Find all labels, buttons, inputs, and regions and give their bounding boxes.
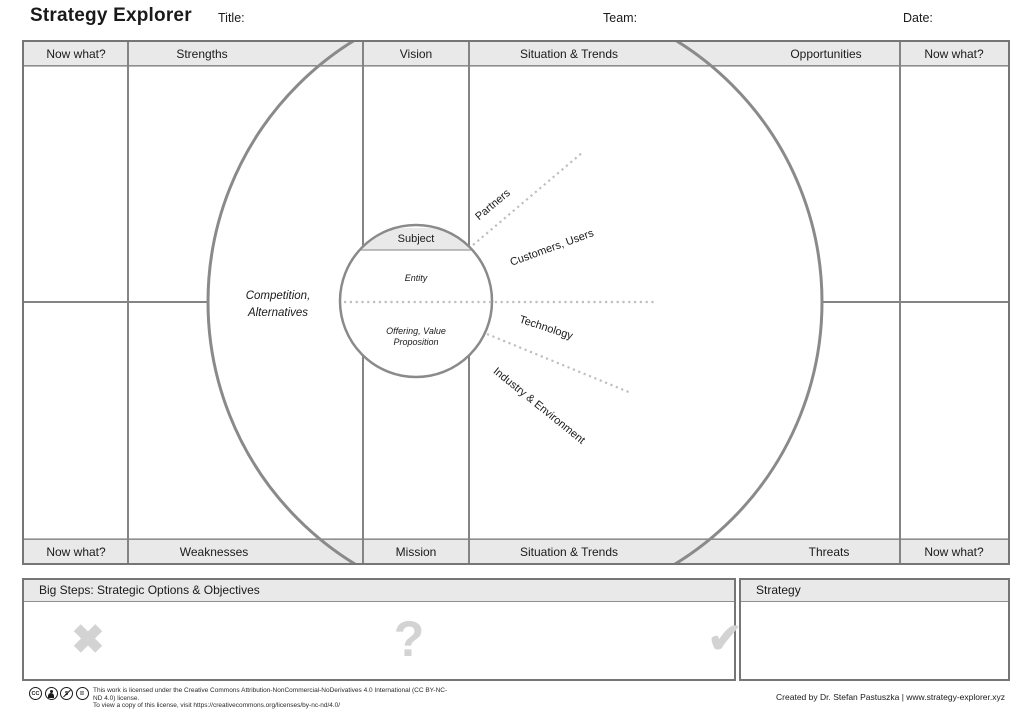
header-now-what-bottom-right: Now what?	[924, 545, 984, 559]
header-mission: Mission	[395, 545, 437, 559]
question-mark-icon: ?	[393, 611, 425, 667]
date-label: Date:	[903, 11, 933, 25]
situation-trends-top-region[interactable]	[470, 66, 670, 236]
header-opportunities: Opportunities	[790, 47, 862, 61]
bottom-header-band	[24, 540, 1008, 563]
header-now-what-bottom-left: Now what?	[46, 545, 106, 559]
license-text: This work is licensed under the Creative…	[93, 687, 453, 709]
license-line-1: This work is licensed under the Creative…	[93, 687, 448, 702]
big-steps-header: Big Steps: Strategic Options & Objective…	[24, 580, 734, 602]
header-strengths: Strengths	[176, 47, 228, 61]
mission-region[interactable]	[364, 382, 468, 539]
threats-region[interactable]	[684, 303, 899, 539]
situation-trends-bottom-region[interactable]	[470, 372, 670, 539]
outer-lens-circle	[206, 42, 824, 563]
strengths-region[interactable]	[129, 66, 363, 302]
strategy-header: Strategy	[741, 580, 1008, 602]
vision-region[interactable]	[364, 66, 468, 221]
page-title: Strategy Explorer	[30, 5, 192, 26]
now-what-top-right-region[interactable]	[901, 66, 1008, 302]
cc-icon: CC	[29, 687, 42, 700]
now-what-bottom-right-region[interactable]	[901, 303, 1008, 539]
header-vision: Vision	[399, 47, 433, 61]
strategy-body-region[interactable]	[741, 602, 1008, 679]
competition-label: Competition, Alternatives	[245, 289, 311, 319]
offering-label: Offering, Value Proposition	[386, 325, 446, 347]
top-header-band	[24, 42, 1008, 65]
canvas-geometry	[24, 42, 1008, 563]
header-now-what-top-right: Now what?	[924, 47, 984, 61]
header-threats: Threats	[808, 545, 850, 559]
no-derivatives-icon: =	[75, 687, 89, 700]
license-line-2: To view a copy of this license, visit ht…	[93, 702, 341, 709]
checkmark-icon: ✔	[707, 614, 743, 662]
partners-spoke-line	[472, 151, 584, 246]
big-steps-panel: Big Steps: Strategic Options & Objective…	[22, 578, 743, 681]
industry-spoke-line	[486, 332, 632, 395]
non-commercial-icon: $	[60, 687, 73, 700]
title-label: Title:	[218, 11, 245, 25]
attribution-person-icon	[44, 687, 58, 700]
header-situation-trends-top: Situation & Trends	[519, 47, 619, 61]
weaknesses-region[interactable]	[129, 303, 363, 539]
header-now-what-top-left: Now what?	[46, 47, 106, 61]
now-what-bottom-left-region[interactable]	[24, 303, 128, 539]
creative-commons-badges: CC $ =	[29, 687, 89, 700]
now-what-top-left-region[interactable]	[24, 66, 128, 302]
strategy-canvas: Now what? Strengths Vision Situation & T…	[22, 40, 1010, 565]
big-steps-body-region[interactable]	[24, 602, 734, 679]
author-credit: Created by Dr. Stefan Pastuszka | www.st…	[776, 692, 1005, 702]
subject-label: Subject	[397, 233, 435, 245]
team-label: Team:	[603, 11, 638, 25]
header-situation-trends-bottom: Situation & Trends	[519, 545, 619, 559]
discard-x-icon: ✖	[71, 618, 105, 662]
header-weaknesses: Weaknesses	[179, 545, 249, 559]
entity-label: Entity	[404, 273, 428, 283]
opportunities-region[interactable]	[684, 66, 899, 302]
strategy-panel: Strategy	[739, 578, 1010, 681]
subject-circle	[338, 223, 494, 379]
